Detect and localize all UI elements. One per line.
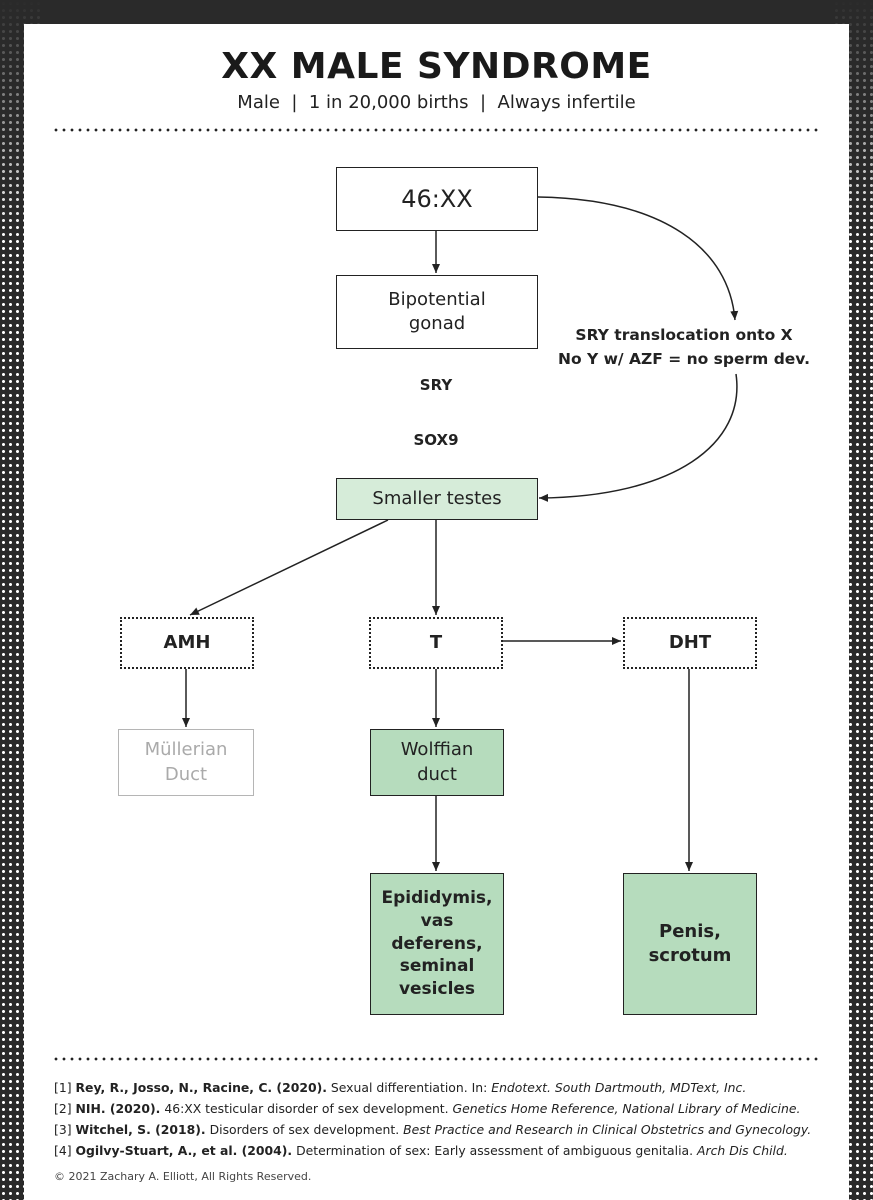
amh-node: AMH bbox=[120, 617, 254, 669]
translocation-line-2: No Y w/ AZF = no sperm dev. bbox=[557, 350, 811, 369]
sry-label: SRY bbox=[419, 376, 453, 394]
smaller-testes-label: Smaller testes bbox=[372, 487, 502, 509]
penis-scrotum-label: Penis, scrotum bbox=[648, 920, 732, 966]
t-node: T bbox=[369, 617, 503, 669]
mullerian-duct-node: Müllerian Duct bbox=[118, 729, 254, 796]
t-label: T bbox=[429, 631, 443, 653]
poster-page: XX MALE SYNDROME Male | 1 in 20,000 birt… bbox=[24, 24, 849, 1200]
divider-top bbox=[52, 128, 822, 132]
flow-arrows bbox=[182, 196, 739, 871]
epididymis-label: Epididymis, vas deferens, seminal vesicl… bbox=[381, 887, 493, 1000]
page-title: XX MALE SYNDROME bbox=[221, 46, 652, 87]
dht-label: DHT bbox=[668, 631, 712, 653]
reference-item: [3] Witchel, S. (2018). Disorders of sex… bbox=[54, 1122, 812, 1137]
translocation-note: SRY translocation onto X No Y w/ AZF = n… bbox=[544, 323, 824, 371]
copyright-text: © 2021 Zachary A. Elliott, All Rights Re… bbox=[54, 1170, 312, 1183]
karyotype-node: 46:XX bbox=[336, 167, 538, 231]
bipotential-gonad-label: Bipotential gonad bbox=[388, 288, 486, 334]
amh-label: AMH bbox=[163, 631, 211, 653]
epididymis-node: Epididymis, vas deferens, seminal vesicl… bbox=[370, 873, 504, 1015]
wolffian-duct-label: Wolffian duct bbox=[400, 739, 474, 785]
translocation-line-1: SRY translocation onto X bbox=[575, 326, 793, 344]
references-list: [1] Rey, R., Josso, N., Racine, C. (2020… bbox=[54, 1077, 844, 1161]
mullerian-duct-label: Müllerian Duct bbox=[144, 739, 228, 785]
reference-item: [2] NIH. (2020). 46:XX testicular disord… bbox=[54, 1101, 801, 1116]
penis-scrotum-node: Penis, scrotum bbox=[623, 873, 757, 1015]
dht-node: DHT bbox=[623, 617, 757, 669]
divider-bottom bbox=[52, 1057, 822, 1061]
page-subtitle: Male | 1 in 20,000 births | Always infer… bbox=[237, 92, 636, 113]
arrow-testes-to-amh bbox=[189, 519, 389, 616]
arrow-translocation-to-testes bbox=[538, 373, 738, 502]
bipotential-gonad-node: Bipotential gonad bbox=[336, 275, 538, 349]
smaller-testes-node: Smaller testes bbox=[336, 478, 538, 520]
arrow-karyotype-to-translocation bbox=[537, 196, 739, 321]
wolffian-duct-node: Wolffian duct bbox=[370, 729, 504, 796]
reference-item: [4] Ogilvy-Stuart, A., et al. (2004). De… bbox=[54, 1143, 788, 1158]
reference-item: [1] Rey, R., Josso, N., Racine, C. (2020… bbox=[54, 1080, 747, 1095]
karyotype-label: 46:XX bbox=[401, 184, 473, 213]
sox9-label: SOX9 bbox=[413, 431, 459, 449]
